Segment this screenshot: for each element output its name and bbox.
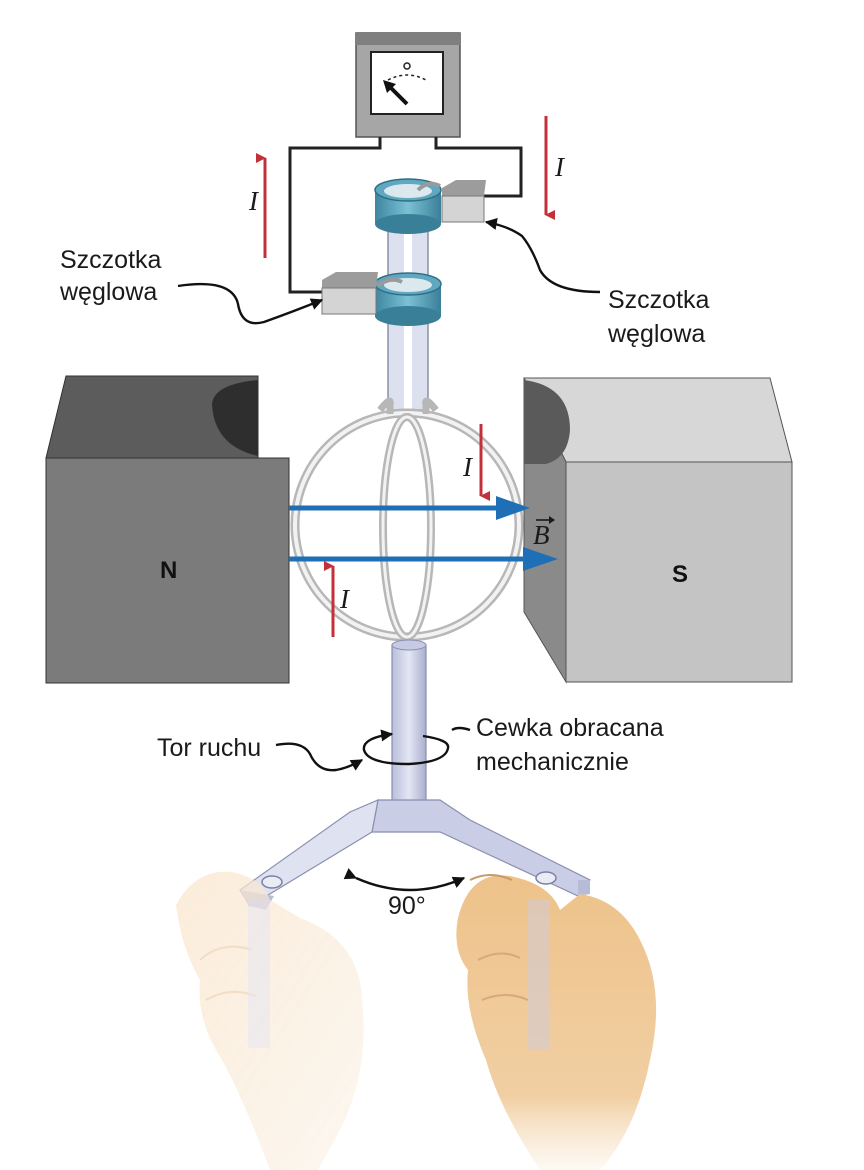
- left-brush-label-line1: Szczotka: [60, 246, 162, 274]
- rotating-coil: [290, 397, 524, 642]
- leader-coil-rotated: [451, 726, 471, 732]
- current-label-left: I: [248, 186, 260, 216]
- upper-slip-ring: [374, 178, 442, 234]
- angle-label: 90°: [388, 892, 426, 920]
- circuit-wires: [288, 137, 523, 294]
- leader-motion-path: [275, 742, 364, 772]
- motion-path-label: Tor ruchu: [157, 734, 261, 762]
- current-label-right: I: [554, 152, 566, 182]
- galvanometer-icon: [355, 32, 461, 138]
- left-hand: [176, 871, 364, 1170]
- leader-right-brush: [484, 218, 601, 294]
- coil-rotated-label-line2: mechanicznie: [476, 748, 629, 776]
- coil-rotated-label-line1: Cewka obracana: [476, 714, 664, 742]
- north-pole-label: N: [160, 557, 177, 584]
- vector-arrow-icon: [536, 516, 555, 524]
- right-brush-label-line1: Szczotka: [608, 286, 710, 314]
- upper-carbon-brush: [416, 180, 486, 223]
- right-brush-label-line2: węglowa: [607, 320, 705, 348]
- north-magnet: [45, 375, 290, 684]
- south-pole-label: S: [672, 561, 688, 588]
- current-label-coil-bottom: I: [339, 584, 351, 614]
- angle-arrow-icon: [343, 868, 466, 892]
- magnetic-field-lines: [289, 496, 558, 571]
- rotation-path-icon: [362, 729, 450, 766]
- current-label-coil-top: I: [462, 452, 474, 482]
- leader-left-brush: [177, 282, 324, 325]
- left-brush-label-line2: węglowa: [59, 278, 157, 306]
- lower-carbon-brush: [321, 272, 403, 315]
- south-magnet: [523, 377, 793, 684]
- field-label: B: [533, 520, 550, 550]
- right-hand: [456, 874, 657, 1170]
